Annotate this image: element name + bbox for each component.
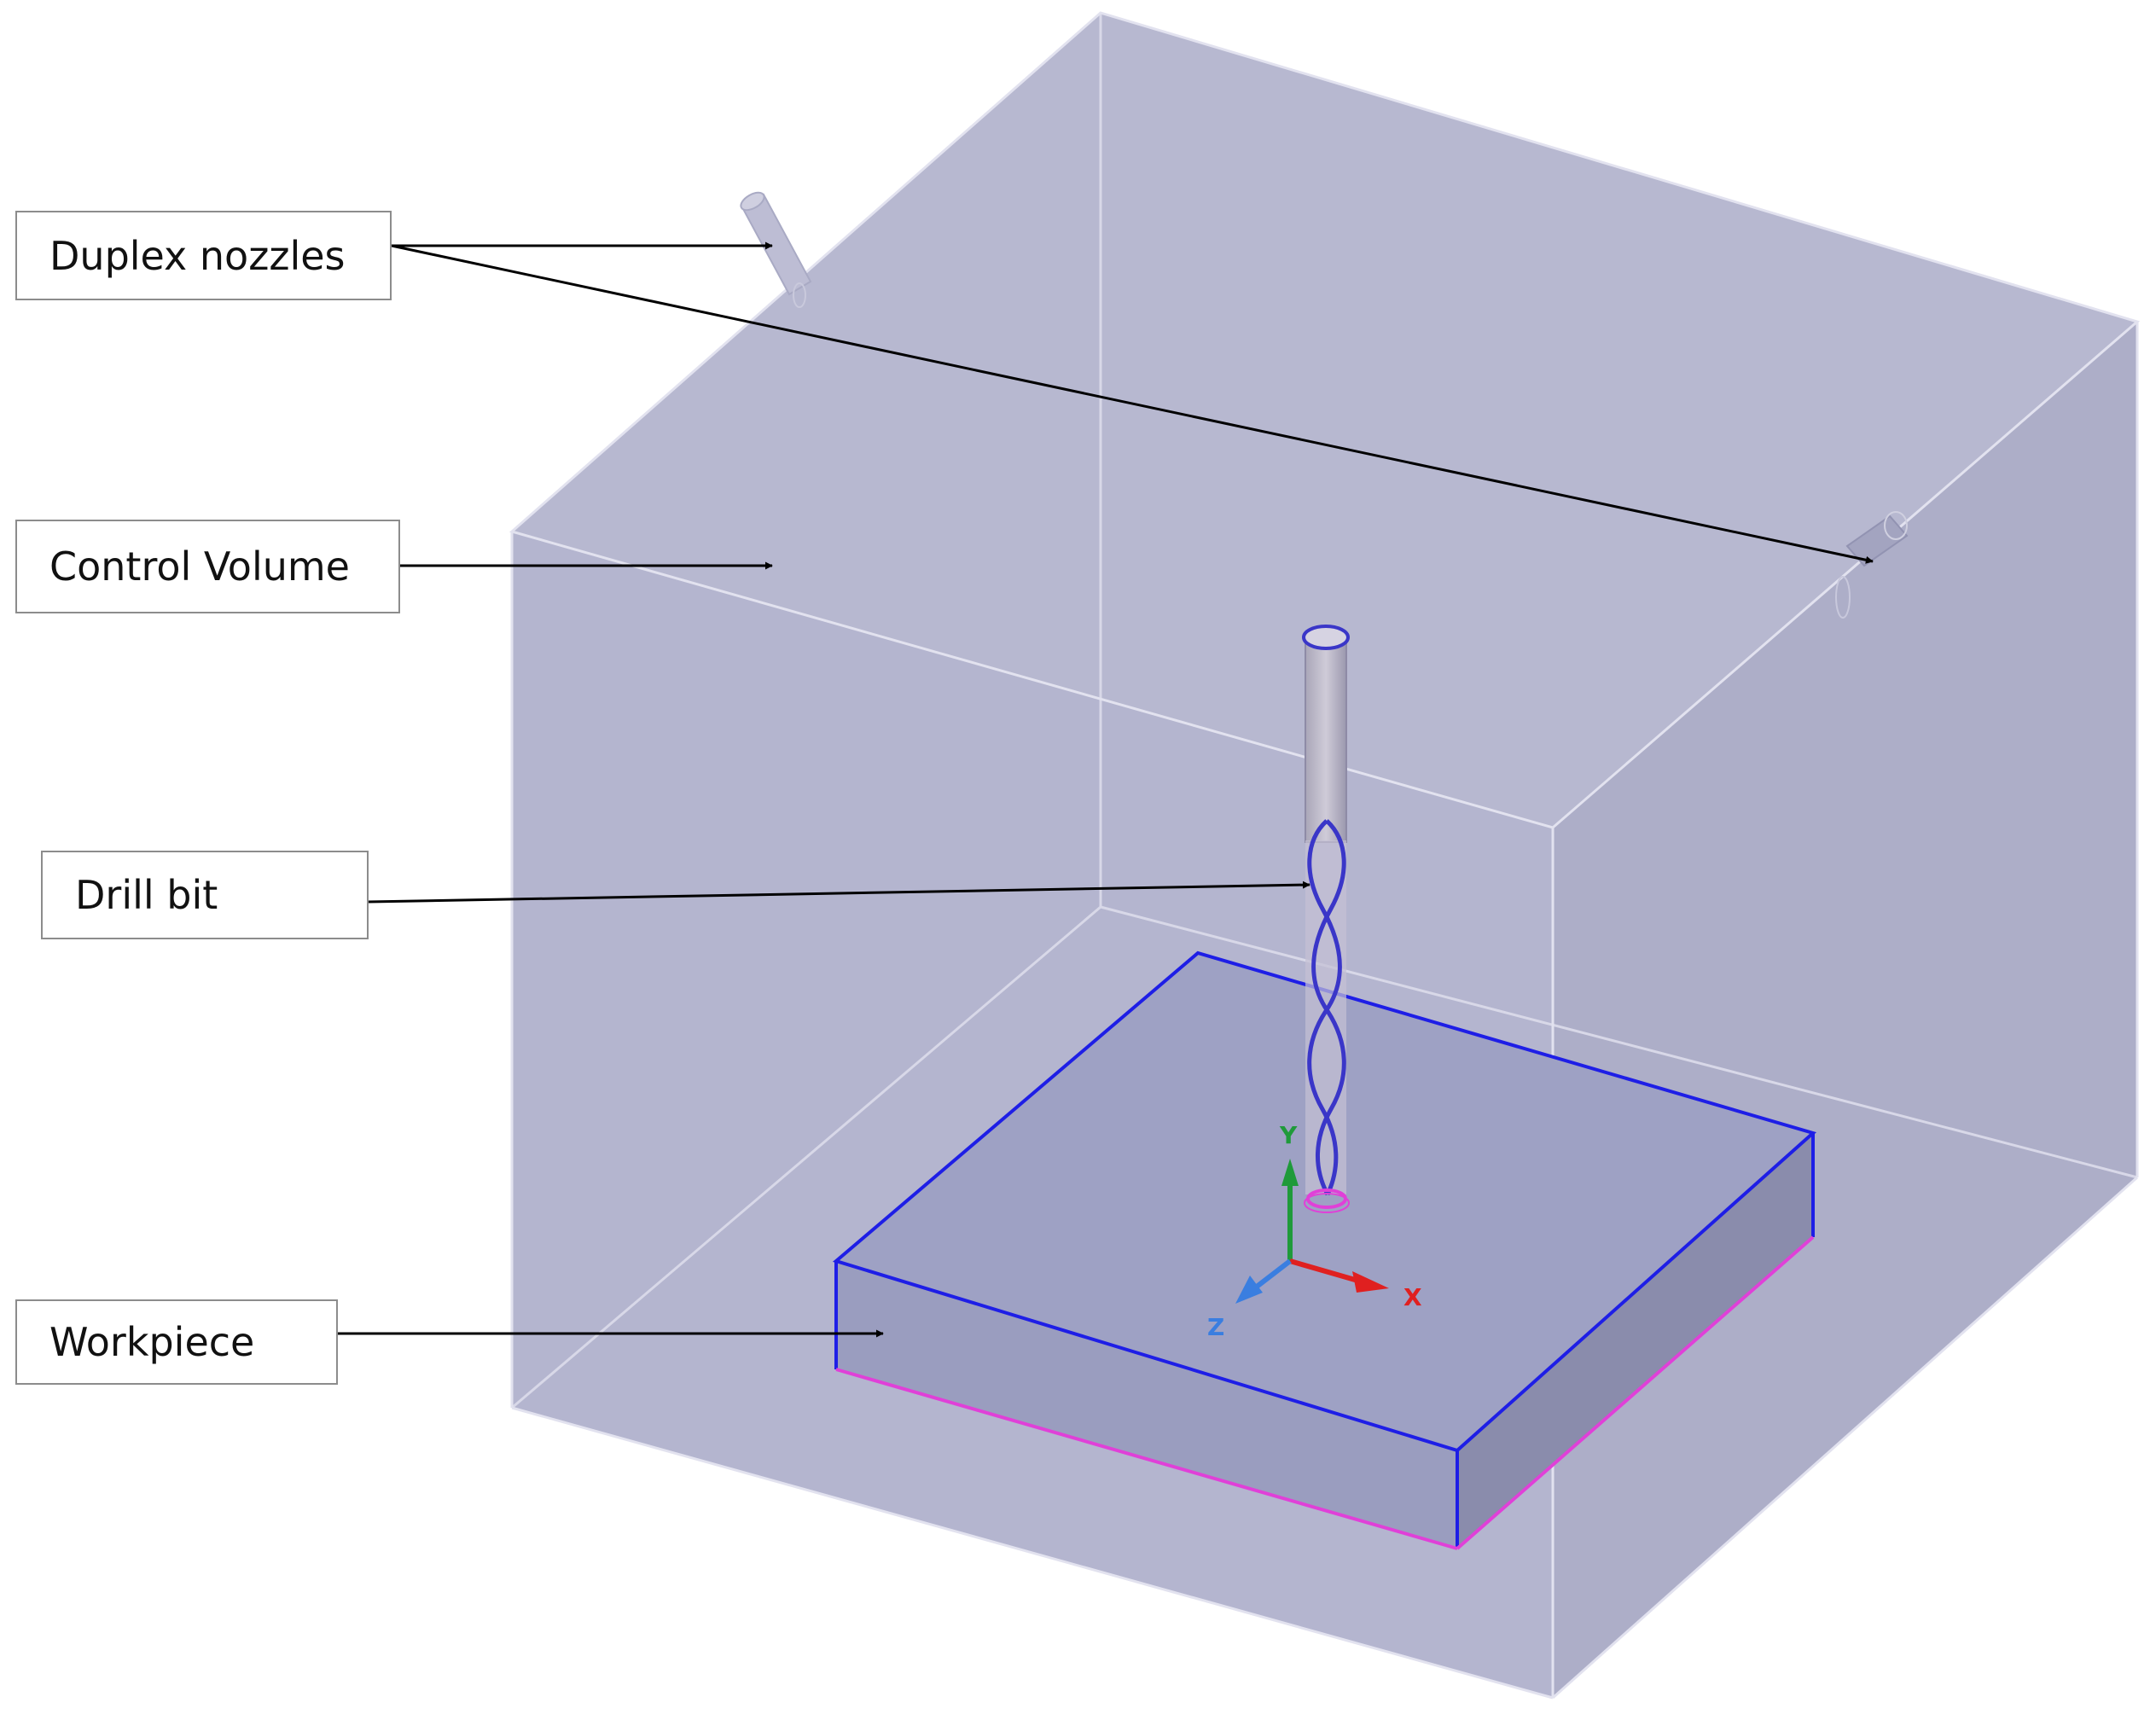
axis-z-line <box>1255 1258 1292 1289</box>
control-volume-right-face <box>1553 322 2137 1698</box>
axis-y-label: Y <box>1279 1121 1298 1149</box>
nozzle-right <box>1835 511 1909 619</box>
axis-z-label: Z <box>1207 1313 1224 1341</box>
label-control-volume-text: Control Volume <box>49 543 350 590</box>
drill-bit <box>1302 625 1350 1213</box>
nozzle-left <box>740 191 812 308</box>
workpiece-right <box>1457 1133 1813 1549</box>
leader-arrows <box>338 241 1874 1338</box>
workpiece-top <box>836 953 1813 1450</box>
arrow-drill-bit <box>368 880 1310 904</box>
axis-x-arrow <box>1352 1271 1389 1293</box>
label-workpiece: Workpiece <box>15 1299 338 1385</box>
label-workpiece-text: Workpiece <box>49 1319 255 1365</box>
arrow-nozzle-right <box>391 244 1874 564</box>
workpiece-front <box>836 1261 1457 1549</box>
workpiece <box>832 950 1817 1550</box>
axis-z-arrow <box>1235 1276 1263 1304</box>
label-drill-bit-text: Drill bit <box>75 872 218 918</box>
label-control-volume: Control Volume <box>15 520 400 613</box>
label-duplex-nozzles-text: Duplex nozzles <box>49 232 346 279</box>
axis-x-label: X <box>1403 1283 1422 1311</box>
axis-y-arrow <box>1281 1159 1299 1186</box>
label-duplex-nozzles: Duplex nozzles <box>15 211 392 300</box>
axis-triad: Y X Z <box>1207 1121 1422 1341</box>
label-drill-bit: Drill bit <box>41 851 369 939</box>
axis-x-line <box>1289 1258 1362 1284</box>
